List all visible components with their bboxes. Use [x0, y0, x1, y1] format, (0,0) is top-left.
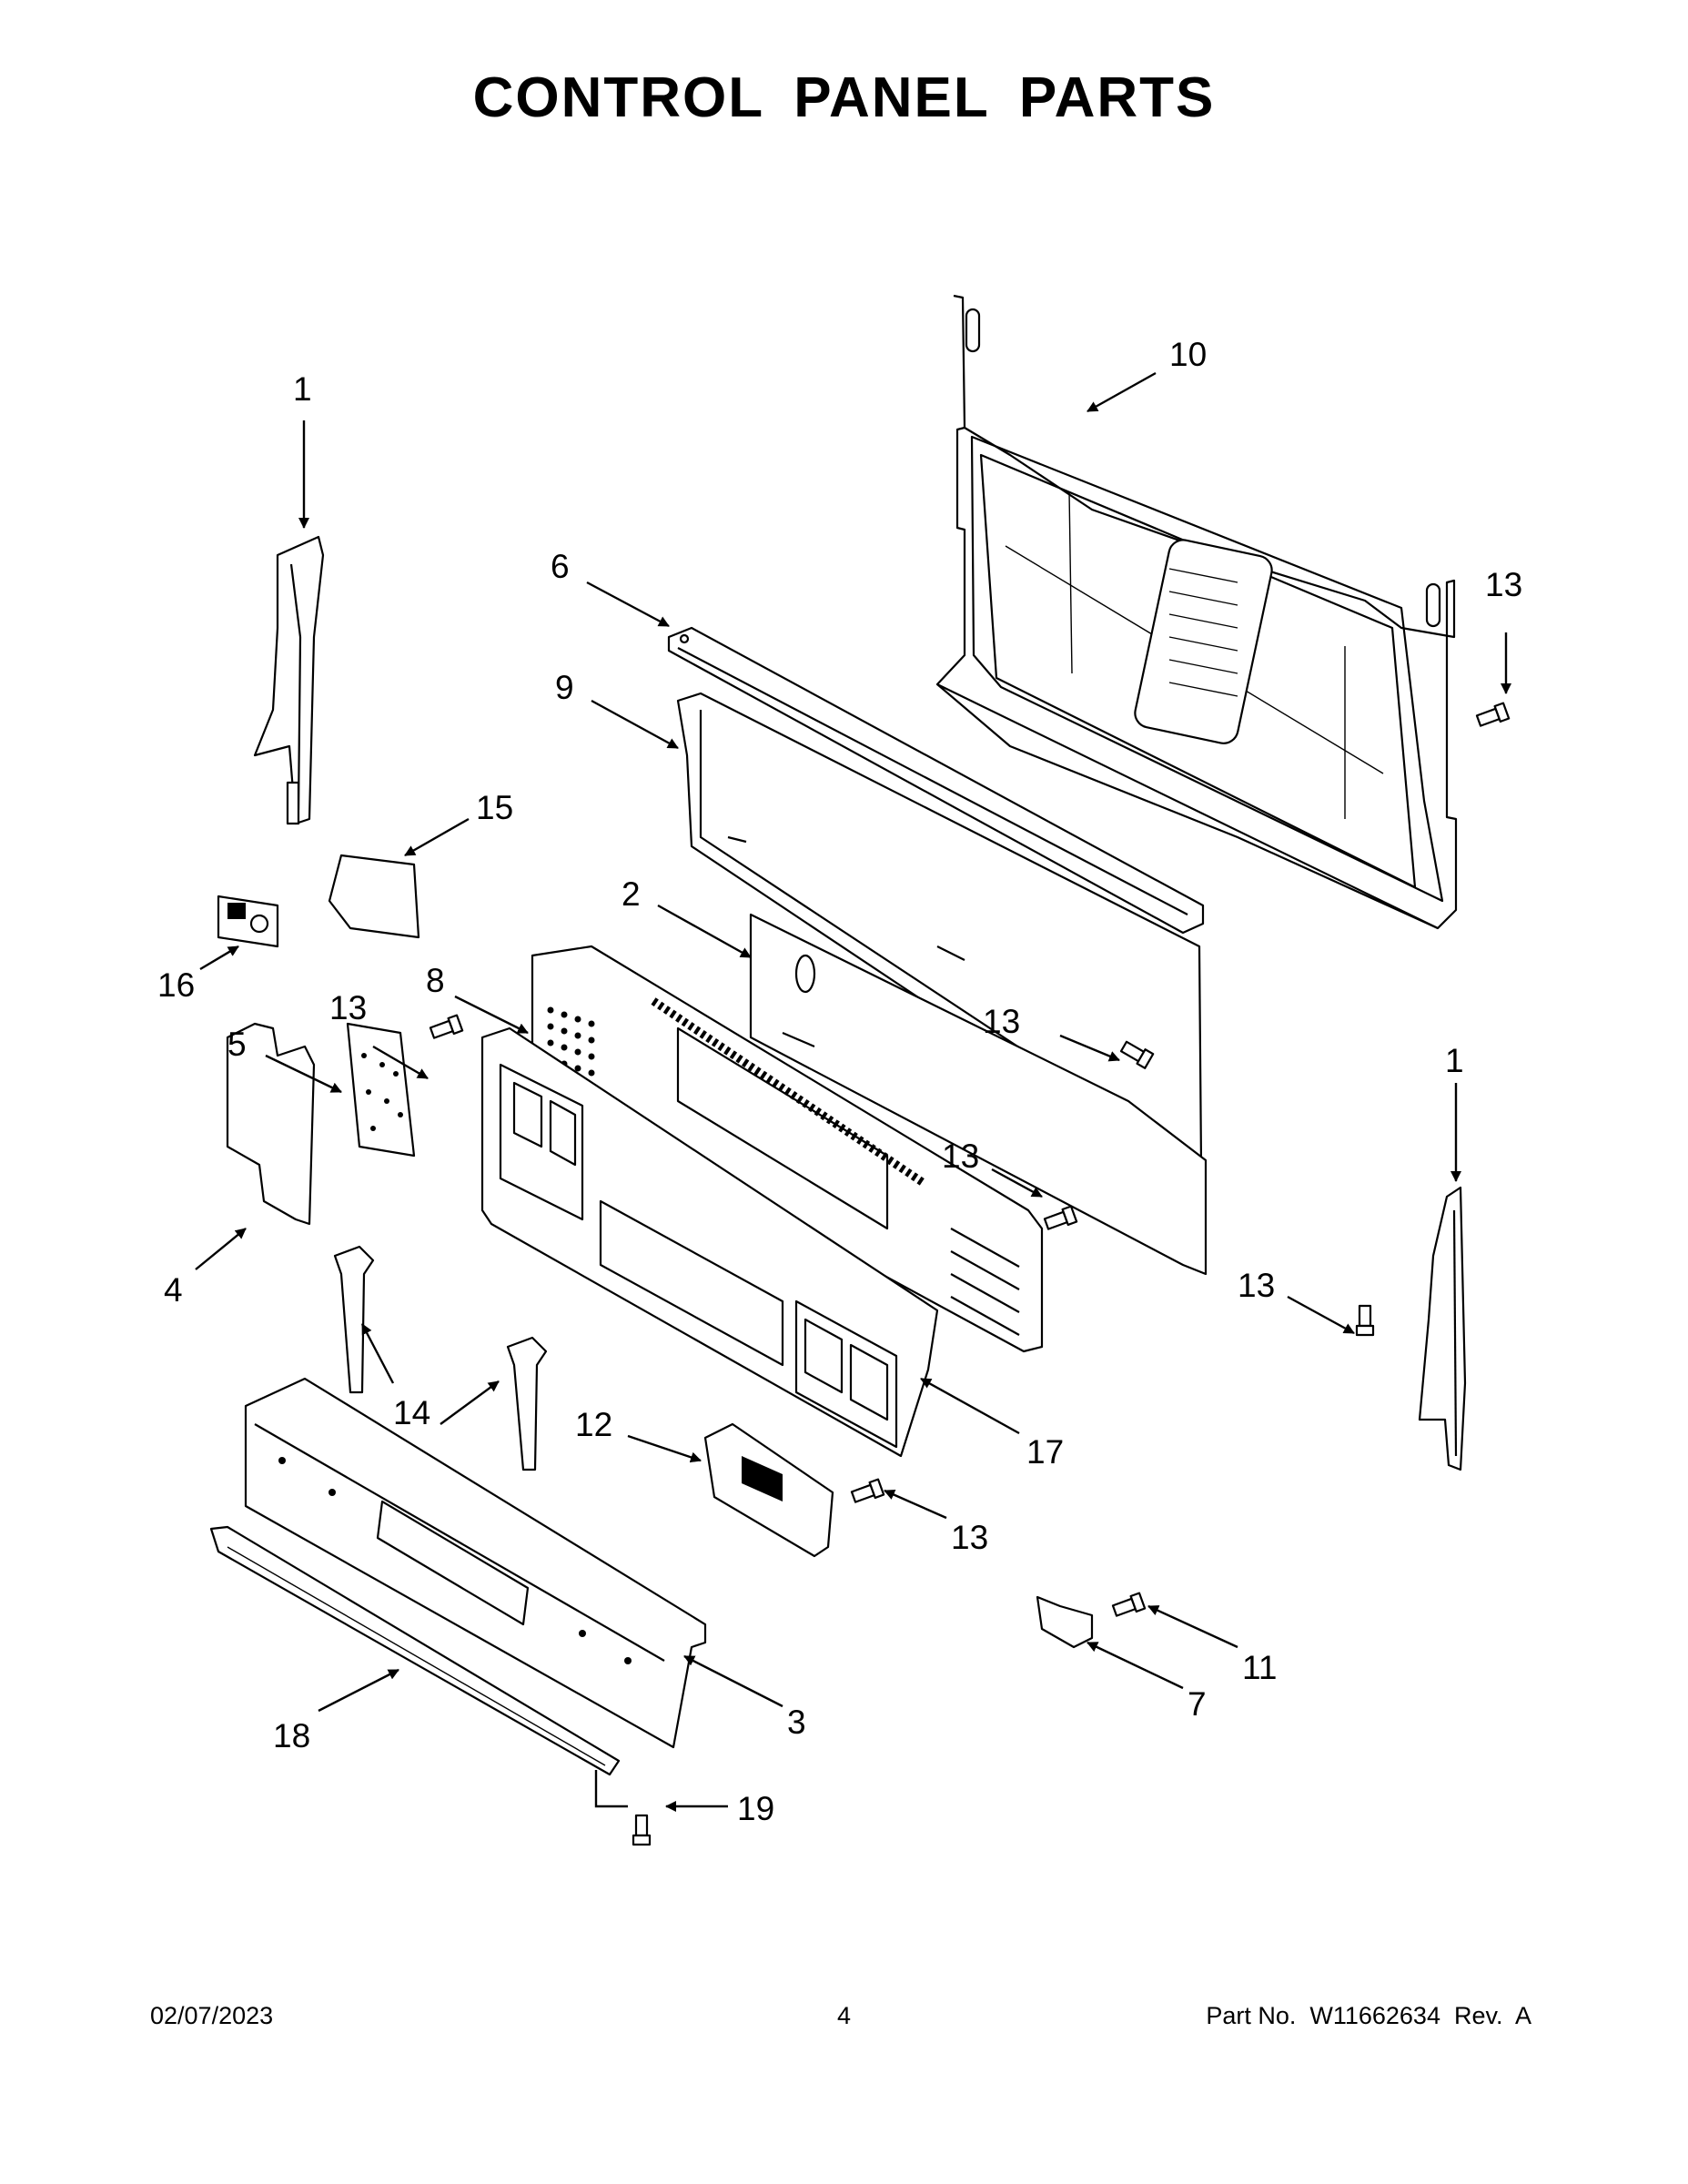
- callout-14: 14: [393, 1394, 430, 1431]
- callout-17: 17: [1026, 1433, 1064, 1471]
- part-6-frame: [667, 626, 1205, 935]
- part-14-clips: [333, 1245, 548, 1471]
- part-15-bracket: [328, 854, 420, 939]
- callout-19: 19: [737, 1790, 774, 1827]
- callout-13-left: 13: [329, 989, 367, 1026]
- callout-5: 5: [227, 1026, 247, 1063]
- callout-13-mid-lower: 13: [942, 1138, 979, 1175]
- callout-12: 12: [575, 1406, 612, 1443]
- page-title: CONTROL PANEL PARTS: [472, 66, 1216, 129]
- callout-10: 10: [1169, 336, 1207, 373]
- callout-15: 15: [476, 789, 513, 826]
- part-4-housing: [226, 1022, 316, 1226]
- callout-18: 18: [273, 1717, 310, 1754]
- part-17-inner-frame: [480, 1026, 939, 1458]
- part-8-vented-panel: [531, 945, 1044, 1353]
- part-18-trim: [209, 1525, 621, 1776]
- callout-13-bottom: 13: [951, 1519, 988, 1556]
- callout-8: 8: [426, 962, 445, 999]
- callout-4: 4: [164, 1271, 183, 1309]
- part-3-console: [244, 1377, 707, 1749]
- callout-1-right: 1: [1445, 1042, 1464, 1079]
- screws: [429, 702, 1511, 1846]
- footer-date: 02/07/2023: [150, 2002, 274, 2029]
- callout-6: 6: [551, 548, 570, 585]
- callout-3: 3: [787, 1704, 806, 1741]
- part-7-bracket: [1036, 1595, 1094, 1649]
- callout-13-top-right: 13: [1485, 566, 1522, 603]
- part-5-board: [346, 1022, 416, 1158]
- part-16-switch: [217, 895, 279, 948]
- footer-page-number: 4: [836, 2002, 852, 2029]
- callout-13-mid-upper: 13: [983, 1003, 1020, 1040]
- part-10-rear-panel: [935, 294, 1458, 930]
- part-1-right-side-bracket: [1418, 1186, 1467, 1471]
- footer-part-number: Part No. W11662634 Rev. A: [1206, 2002, 1531, 2029]
- part-2-cover: [749, 913, 1208, 1276]
- callout-2: 2: [622, 875, 641, 913]
- callout-1-left: 1: [293, 370, 312, 408]
- callout-9: 9: [555, 669, 574, 706]
- callout-leaders: [195, 371, 1511, 1812]
- callout-7: 7: [1188, 1685, 1207, 1723]
- callout-16: 16: [157, 966, 195, 1004]
- callout-13-right: 13: [1238, 1267, 1275, 1304]
- part-19-leader-bracket: [594, 1770, 628, 1808]
- part-1-left-side-bracket: [253, 535, 325, 825]
- callout-11: 11: [1242, 1649, 1277, 1686]
- part-12-control-board: [703, 1422, 834, 1558]
